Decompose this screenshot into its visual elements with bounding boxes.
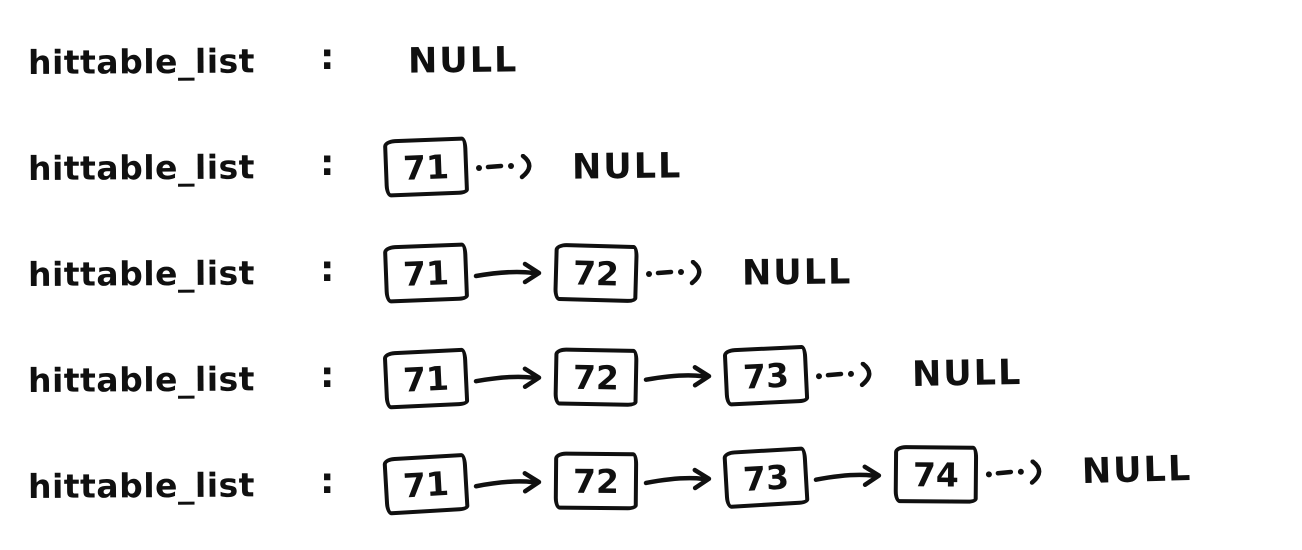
list-node: 71 (383, 242, 470, 304)
variable-name-label: hittable_list (27, 146, 256, 188)
variable-name-label: hittable_list (27, 358, 256, 400)
dotted-right-arrow-icon (813, 361, 897, 389)
solid-right-arrow-icon (643, 363, 719, 390)
colon-separator: : (320, 142, 335, 184)
list-node: 73 (722, 446, 810, 510)
node-chain: 71 72 73 74 NULL (382, 440, 1194, 516)
solid-right-arrow-icon (813, 462, 889, 489)
list-state-row: hittable_list: 71 72 73 NULL (28, 326, 1302, 432)
list-node: 71 (383, 136, 470, 198)
list-node: 71 (383, 347, 470, 410)
colon-separator: : (320, 248, 335, 290)
list-state-row: hittable_list: 71 72 NULL (28, 220, 1302, 326)
colon-separator: : (320, 36, 335, 78)
null-terminal: NULL (1081, 448, 1194, 493)
dotted-right-arrow-icon (473, 154, 557, 180)
list-node: 72 (553, 242, 640, 304)
solid-right-arrow-icon (473, 469, 549, 496)
null-terminal: NULL (408, 40, 519, 82)
variable-name-label: hittable_list (27, 464, 256, 506)
list-node: 71 (382, 452, 470, 516)
node-chain: 71 72 73 NULL (383, 344, 1024, 410)
list-state-row: hittable_list: 71 72 73 74 NULL (28, 432, 1302, 538)
null-terminal: NULL (572, 146, 683, 188)
colon-separator: : (320, 460, 335, 502)
variable-name-label: hittable_list (27, 40, 256, 82)
list-node: 72 (554, 451, 639, 511)
list-state-row: hittable_list: NULL (28, 8, 1302, 114)
solid-right-arrow-icon (473, 365, 549, 392)
colon-separator: : (320, 354, 335, 396)
variable-name-label: hittable_list (27, 252, 256, 294)
list-node: 73 (723, 344, 810, 407)
null-terminal: NULL (912, 352, 1024, 395)
list-node: 74 (894, 445, 979, 504)
node-chain: 71 NULL (383, 136, 683, 198)
list-node: 72 (553, 347, 639, 407)
list-state-row: hittable_list: 71 NULL (28, 114, 1302, 220)
node-chain: 71 72 NULL (383, 242, 853, 304)
null-terminal: NULL (742, 252, 853, 294)
solid-right-arrow-icon (643, 466, 719, 493)
dotted-right-arrow-icon (983, 459, 1067, 487)
dotted-right-arrow-icon (643, 260, 727, 286)
solid-right-arrow-icon (473, 260, 549, 286)
node-chain: NULL (398, 40, 519, 82)
